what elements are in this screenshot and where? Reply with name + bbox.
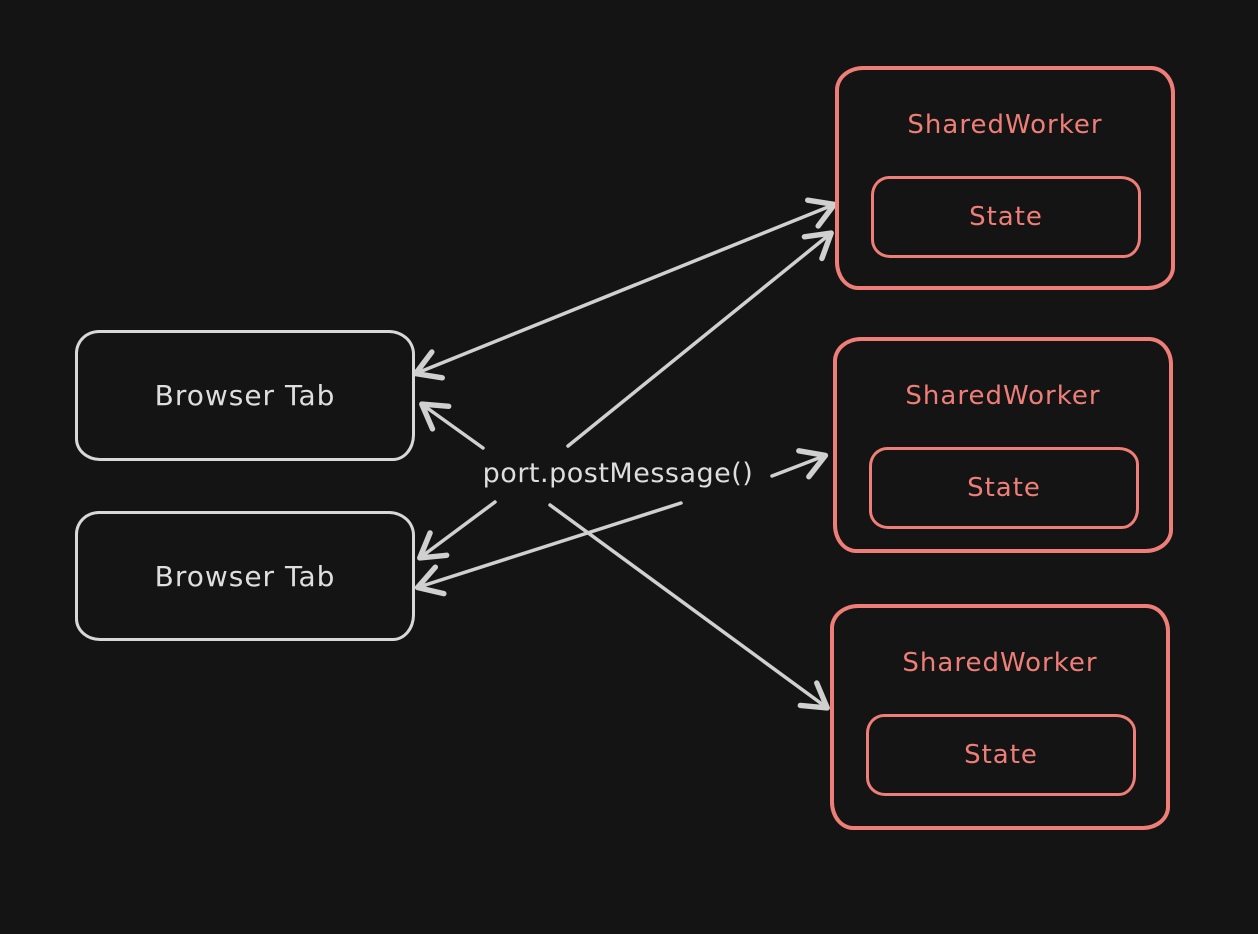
arrow-label-tab1 <box>419 401 485 450</box>
arrow-label-tab2-upper <box>417 500 497 561</box>
shared-worker-2-box: SharedWorker State <box>833 337 1173 553</box>
browser-tab-1-box: Browser Tab <box>75 330 415 461</box>
shared-worker-3-title: SharedWorker <box>902 648 1098 678</box>
arrow-label-worker1 <box>566 230 834 448</box>
shared-worker-1-box: SharedWorker State <box>835 66 1175 290</box>
shared-worker-2-state-box: State <box>869 447 1139 529</box>
shared-worker-1-state-label: State <box>969 202 1043 232</box>
shared-worker-1-state-box: State <box>871 176 1141 258</box>
browser-tab-2-label: Browser Tab <box>154 559 336 593</box>
shared-worker-3-state-label: State <box>964 740 1038 770</box>
browser-tab-1-label: Browser Tab <box>154 379 336 412</box>
shared-worker-1-title: SharedWorker <box>907 110 1103 140</box>
arrow-label-worker2 <box>770 448 829 480</box>
shared-worker-3-box: SharedWorker State <box>830 604 1170 830</box>
shared-worker-2-state-label: State <box>967 473 1041 503</box>
port-postmessage-label: port.postMessage() <box>482 457 754 489</box>
browser-tab-2-box: Browser Tab <box>75 511 415 641</box>
arrow-tab1-worker1 <box>412 197 838 381</box>
shared-worker-2-title: SharedWorker <box>905 381 1101 411</box>
shared-worker-3-state-box: State <box>866 714 1136 796</box>
arrow-label-tab2-lower <box>414 501 683 597</box>
arrow-label-worker3 <box>548 503 830 711</box>
